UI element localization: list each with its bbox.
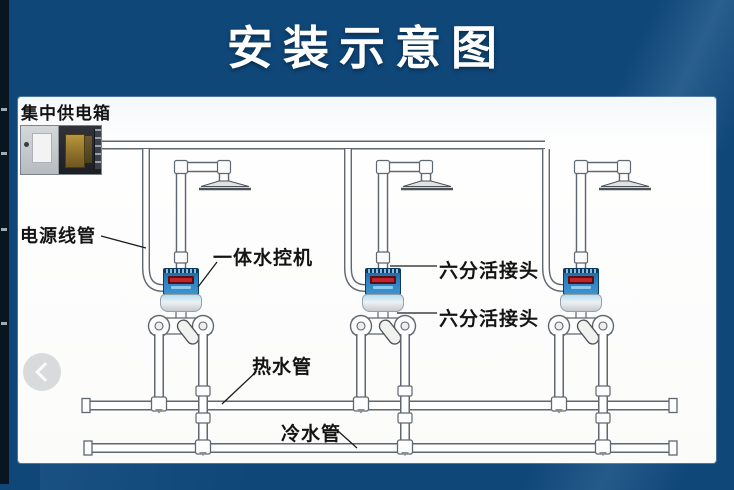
power-box-label-card <box>32 133 52 163</box>
sliver-mark <box>1 108 7 111</box>
power-box-interior <box>59 126 101 174</box>
label-water-controller: 一体水控机 <box>213 248 314 269</box>
label-power-conduit: 电源线管 <box>20 226 96 246</box>
hot-water-main-pipe <box>81 397 678 414</box>
pipe-end-cap <box>83 440 93 456</box>
controller-subtext <box>571 286 591 289</box>
controller-valve-cover <box>362 294 404 312</box>
power-supply-box-photo <box>20 125 102 175</box>
pointer-power-conduit <box>100 235 147 249</box>
water-controller-unit <box>560 268 602 314</box>
power-box-lock <box>24 142 29 147</box>
sliver-mark <box>1 152 7 155</box>
controller-subtext <box>171 286 191 289</box>
controller-terminals <box>564 269 598 273</box>
pipe-end-cap <box>668 440 678 456</box>
controller-display <box>568 276 594 284</box>
chevron-left-icon <box>35 362 55 382</box>
terminal-strip <box>94 129 101 169</box>
adjacent-slide-sliver <box>0 0 9 484</box>
controller-body <box>163 268 199 295</box>
controller-display <box>370 276 396 284</box>
label-union-joint-lower: 六分活接头 <box>439 309 540 330</box>
controller-valve-cover <box>560 294 602 312</box>
controller-subtext <box>373 286 393 289</box>
power-box-door <box>21 126 59 174</box>
water-controller-unit <box>160 268 202 314</box>
cold-water-main-pipe <box>83 440 678 456</box>
sliver-mark <box>1 228 7 231</box>
prev-image-button[interactable] <box>23 353 61 391</box>
sliver-mark <box>1 322 7 325</box>
pointer-hot-pipe <box>221 371 257 405</box>
label-cold-water-pipe: 冷水管 <box>281 424 342 445</box>
transformer <box>65 134 85 168</box>
controller-terminals <box>366 269 400 273</box>
coil <box>85 136 92 163</box>
label-union-joint-upper: 六分活接头 <box>439 261 540 282</box>
controller-body <box>365 268 401 295</box>
controller-valve-cover <box>160 294 202 312</box>
label-hot-water-pipe: 热水管 <box>252 357 313 378</box>
page-title: 安装示意图 <box>227 22 507 74</box>
pointer-water-controller <box>197 261 218 288</box>
label-power-box: 集中供电箱 <box>21 104 111 123</box>
pipe-end-cap <box>668 397 678 414</box>
water-controller-unit <box>362 268 404 314</box>
pipe-end-cap <box>81 397 91 414</box>
controller-display <box>168 276 194 284</box>
pointer-cold-pipe <box>337 430 358 449</box>
controller-terminals <box>164 269 198 273</box>
